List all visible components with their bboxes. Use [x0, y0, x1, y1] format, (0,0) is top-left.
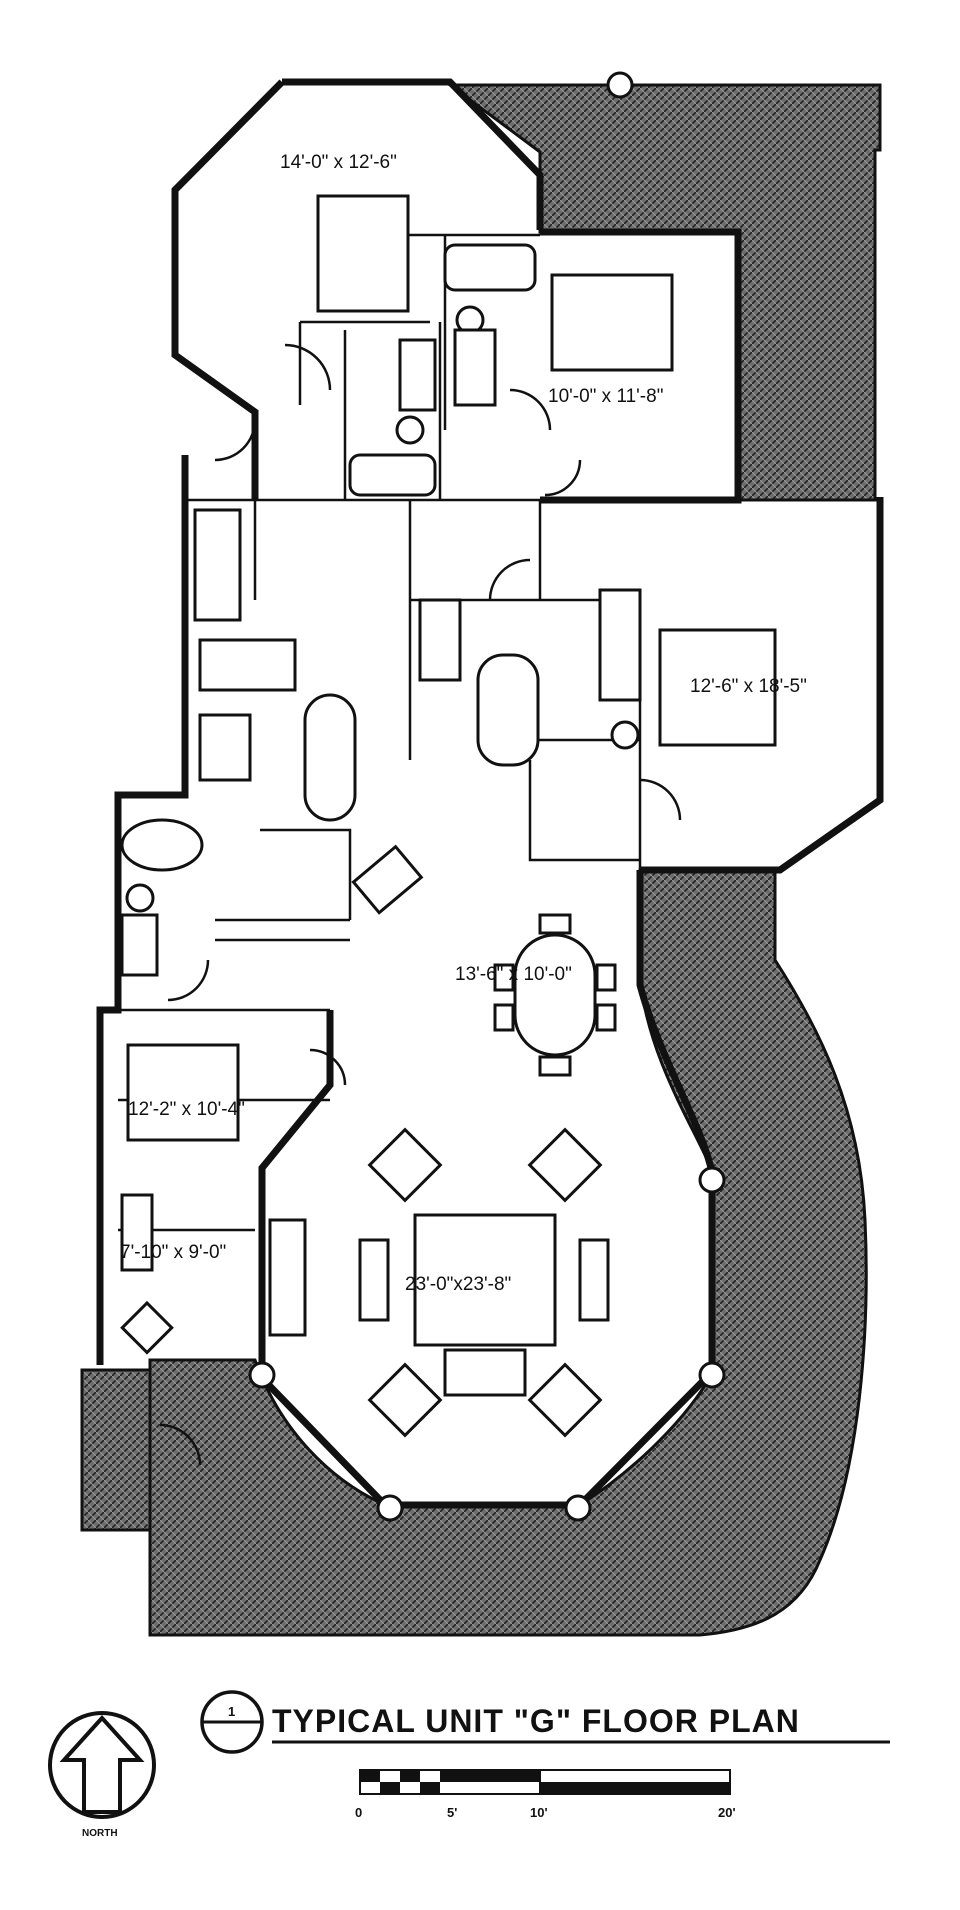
- dining-chair: [595, 1003, 617, 1032]
- dining-table: [513, 933, 597, 1057]
- closet: [120, 1193, 154, 1272]
- door-swings: [159, 343, 682, 1466]
- end-table: [578, 1238, 610, 1322]
- kitchen-sink: [351, 844, 424, 915]
- scale-label-10: 10': [530, 1805, 548, 1820]
- bed-den: [126, 1043, 240, 1142]
- north-label: NORTH: [82, 1828, 118, 1839]
- scale-label-5: 5': [447, 1805, 457, 1820]
- end-table: [358, 1238, 390, 1322]
- column: [248, 1361, 276, 1389]
- scale-bar: 0 5' 10' 20': [355, 1769, 736, 1820]
- vanity-3: [598, 588, 642, 702]
- bed-top: [316, 194, 410, 313]
- balcony-west-stub: [80, 1368, 152, 1532]
- kitchen-island: [303, 693, 357, 822]
- room-label-bedroom-mid: 10'-0" x 11'-8": [548, 386, 663, 407]
- sofa-sectional: [413, 1213, 557, 1347]
- exterior-wall-master: [640, 497, 884, 874]
- column: [698, 1166, 726, 1194]
- title-marker-number: 1: [228, 1704, 235, 1719]
- dining-chair: [538, 913, 572, 935]
- scale-label-20: 20': [718, 1805, 736, 1820]
- toilet-2: [395, 415, 425, 445]
- tub-oval-west: [120, 818, 204, 872]
- armchair: [367, 1127, 443, 1203]
- north-arrow: NORTH: [48, 1711, 156, 1839]
- column: [698, 1361, 726, 1389]
- exterior-wall-bedroom-top: [171, 78, 544, 500]
- bed-master: [658, 628, 777, 747]
- room-label-study: 7'-10" x 9'-0": [120, 1242, 226, 1263]
- scale-label-0: 0: [355, 1805, 362, 1820]
- title-block: 1 TYPICAL UNIT "G" FLOOR PLAN: [200, 1690, 890, 1754]
- room-label-living: 23'-0"x23'-8": [405, 1274, 511, 1295]
- exterior-wall-living: [258, 870, 716, 1509]
- column: [564, 1494, 592, 1522]
- room-label-master-bedroom: 12'-6" x 18'-5": [690, 676, 807, 697]
- armchair: [367, 1362, 443, 1438]
- plan-title: TYPICAL UNIT "G" FLOOR PLAN: [272, 1703, 800, 1739]
- exterior-wall-west: [96, 455, 189, 1365]
- kitchen-counter-range: [198, 638, 297, 692]
- tub-hall: [348, 453, 437, 497]
- north-arrow-icon: [59, 1715, 145, 1814]
- armchair: [527, 1362, 603, 1438]
- vanity-2: [398, 338, 437, 412]
- kitchen-counter-west: [193, 508, 242, 622]
- bed-mid: [550, 273, 674, 372]
- sofa-back: [443, 1348, 527, 1397]
- toilet-4: [125, 883, 155, 913]
- vanity-5: [120, 913, 159, 977]
- kitchen-counter-fridge: [198, 713, 252, 782]
- vanity-4: [418, 598, 462, 682]
- column: [376, 1494, 404, 1522]
- room-label-den: 12'-2" x 10'-4": [128, 1099, 245, 1120]
- vanity-1: [453, 328, 497, 407]
- tub-master: [476, 653, 540, 767]
- study-desk: [268, 1218, 307, 1337]
- toilet-3: [610, 720, 640, 750]
- dining-chair: [493, 1003, 515, 1032]
- dining-chair: [538, 1055, 572, 1077]
- dining-chair: [595, 963, 617, 992]
- armchair: [527, 1127, 603, 1203]
- column: [606, 71, 634, 99]
- study-chair: [120, 1300, 174, 1355]
- room-label-dining: 13'-6" x 10'-0": [455, 964, 572, 985]
- room-label-bedroom-top: 14'-0" x 12'-6": [280, 152, 397, 173]
- tub-top: [443, 243, 537, 292]
- dining-chair: [493, 963, 515, 992]
